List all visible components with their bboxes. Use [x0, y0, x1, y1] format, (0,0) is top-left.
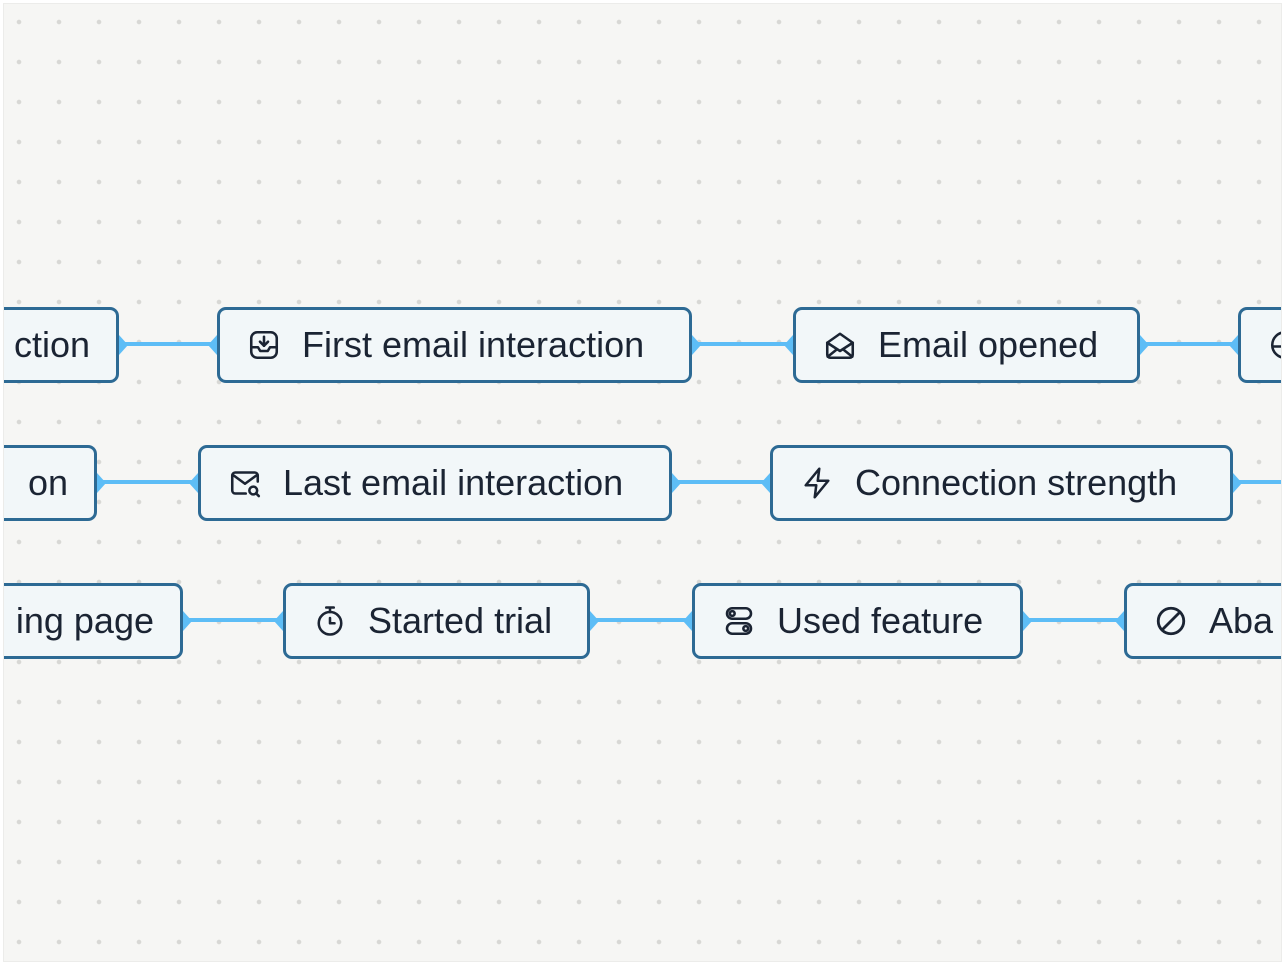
- partial-icon: [1267, 327, 1281, 363]
- input-port[interactable]: [683, 611, 692, 631]
- lightning-icon: [799, 465, 835, 501]
- node-row1-partial-right[interactable]: [1229, 307, 1281, 383]
- node-row3-partial-right[interactable]: Aba: [1115, 583, 1281, 659]
- output-port[interactable]: [119, 335, 128, 355]
- connector: [592, 618, 696, 622]
- node-first-email-interaction[interactable]: First email interaction: [208, 307, 701, 383]
- output-port[interactable]: [1023, 611, 1032, 631]
- connector: [1234, 480, 1281, 484]
- node-label: on: [27, 462, 68, 503]
- node-started-trial[interactable]: Started trial: [274, 583, 599, 659]
- prohibited-icon: [1153, 603, 1189, 639]
- input-port[interactable]: [189, 473, 198, 493]
- node-label: Email opened: [878, 324, 1099, 365]
- toggles-icon: [721, 603, 757, 639]
- input-port[interactable]: [1115, 611, 1124, 631]
- mail-search-icon: [227, 465, 263, 501]
- connector: [122, 342, 220, 346]
- output-port[interactable]: [692, 335, 701, 355]
- connector: [694, 342, 796, 346]
- stopwatch-icon: [312, 603, 348, 639]
- output-port[interactable]: [1233, 473, 1242, 493]
- node-row3-partial-left[interactable]: ing page: [4, 583, 192, 659]
- node-row2-partial-left[interactable]: on: [4, 445, 106, 521]
- connector: [1142, 342, 1242, 346]
- input-port[interactable]: [761, 473, 770, 493]
- connector: [186, 618, 287, 622]
- input-port[interactable]: [784, 335, 793, 355]
- node-label: First email interaction: [302, 324, 645, 365]
- node-label: Connection strength: [855, 462, 1178, 503]
- input-port[interactable]: [274, 611, 283, 631]
- node-label: Started trial: [368, 600, 553, 641]
- node-last-email-interaction[interactable]: Last email interaction: [189, 445, 681, 521]
- node-email-opened[interactable]: Email opened: [784, 307, 1149, 383]
- connector: [674, 480, 774, 484]
- node-connection-strength[interactable]: Connection strength: [761, 445, 1242, 521]
- workflow-canvas[interactable]: ction First email interaction: [3, 3, 1282, 962]
- node-label: Last email interaction: [283, 462, 624, 503]
- node-row1-partial-left[interactable]: ction: [4, 307, 128, 383]
- mail-open-icon: [822, 327, 858, 363]
- node-label: Used feature: [777, 600, 984, 641]
- output-port[interactable]: [672, 473, 681, 493]
- connector: [100, 480, 201, 484]
- node-label: Aba: [1209, 600, 1274, 641]
- node-label: ction: [13, 324, 90, 365]
- node-label: ing page: [15, 600, 154, 641]
- node-used-feature[interactable]: Used feature: [683, 583, 1032, 659]
- output-port[interactable]: [590, 611, 599, 631]
- connector: [1026, 618, 1128, 622]
- output-port[interactable]: [183, 611, 192, 631]
- output-port[interactable]: [97, 473, 106, 493]
- inbox-download-icon: [246, 327, 282, 363]
- input-port[interactable]: [1229, 335, 1238, 355]
- input-port[interactable]: [208, 335, 217, 355]
- output-port[interactable]: [1140, 335, 1149, 355]
